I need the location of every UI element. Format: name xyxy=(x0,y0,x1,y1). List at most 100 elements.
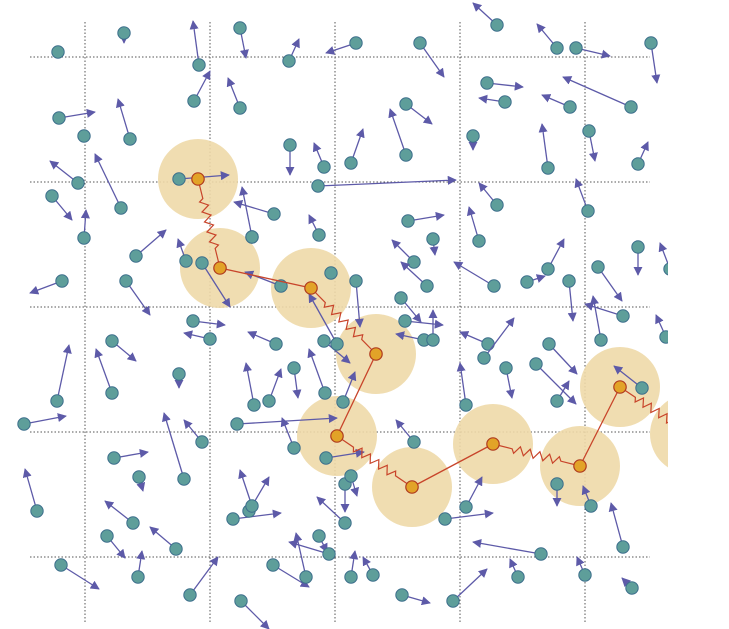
velocity-arrow-icon xyxy=(60,564,100,590)
solvent-particle-icon xyxy=(287,361,301,375)
polymer-bead-icon xyxy=(304,281,318,295)
velocity-arrow-icon xyxy=(354,280,364,328)
solvent-particle-icon xyxy=(398,314,412,328)
rigid-bond xyxy=(579,386,621,467)
velocity-arrow-icon xyxy=(608,502,624,548)
velocity-arrow-icon xyxy=(453,261,495,287)
solvent-particle-icon xyxy=(51,45,65,59)
solvent-particle-icon xyxy=(624,100,638,114)
solvent-particle-icon xyxy=(550,41,564,55)
spring-bond xyxy=(336,435,413,488)
velocity-arrow-icon xyxy=(452,568,488,602)
velocity-arrow-icon xyxy=(597,266,623,302)
velocity-arrow-icon xyxy=(288,539,330,555)
solvent-particle-icon xyxy=(490,198,504,212)
solvent-particle-icon xyxy=(129,249,143,263)
solvent-particle-icon xyxy=(52,111,66,125)
polymer-bead-icon xyxy=(213,261,227,275)
solvent-particle-icon xyxy=(269,337,283,351)
solvent-particle-icon xyxy=(195,435,209,449)
polymer-bead-icon xyxy=(573,459,587,473)
solvent-particle-icon xyxy=(274,279,288,293)
velocity-arrow-icon xyxy=(189,556,219,596)
bead-halo xyxy=(650,400,668,468)
velocity-arrow-icon xyxy=(548,343,578,375)
solvent-particle-icon xyxy=(172,172,186,186)
solvent-particle-icon xyxy=(541,161,555,175)
solvent-particle-icon xyxy=(17,417,31,431)
velocity-arrow-icon xyxy=(201,262,231,308)
solvent-particle-icon xyxy=(100,529,114,543)
velocity-arrow-icon xyxy=(94,153,122,209)
solvent-particle-icon xyxy=(395,588,409,602)
velocity-arrow-icon xyxy=(538,123,549,169)
solvent-particle-icon xyxy=(550,394,564,408)
polymer-bead-icon xyxy=(330,429,344,443)
rigid-bond xyxy=(411,443,494,488)
solvent-particle-icon xyxy=(336,395,350,409)
solvent-particle-icon xyxy=(511,570,525,584)
velocity-arrow-icon xyxy=(22,468,38,512)
solvent-particle-icon xyxy=(245,499,259,513)
solvent-particle-icon xyxy=(446,594,460,608)
solvent-particle-icon xyxy=(192,58,206,72)
solvent-particle-icon xyxy=(230,417,244,431)
solvent-particle-icon xyxy=(459,398,473,412)
polymer-bead-icon xyxy=(191,172,205,186)
velocity-arrow-icon xyxy=(650,42,661,84)
velocity-arrow-icon xyxy=(56,344,72,402)
solvent-particle-icon xyxy=(663,262,668,276)
solvent-particle-icon xyxy=(123,132,137,146)
solvent-particle-icon xyxy=(591,260,605,274)
solvent-particle-icon xyxy=(584,499,598,513)
solvent-particle-icon xyxy=(299,570,313,584)
solvent-particle-icon xyxy=(550,477,564,491)
solvent-particle-icon xyxy=(131,570,145,584)
solvent-particle-icon xyxy=(177,472,191,486)
velocity-arrow-icon xyxy=(307,348,326,394)
solvent-particle-icon xyxy=(481,337,495,351)
solvent-particle-icon xyxy=(407,435,421,449)
solvent-particle-icon xyxy=(625,581,639,595)
solvent-particle-icon xyxy=(322,547,336,561)
velocity-arrow-icon xyxy=(388,108,407,156)
solvent-particle-icon xyxy=(401,214,415,228)
solvent-particle-icon xyxy=(266,558,280,572)
solvent-particle-icon xyxy=(77,129,91,143)
solvent-particle-icon xyxy=(324,266,338,280)
solvent-particle-icon xyxy=(330,337,344,351)
polymer-bead-icon xyxy=(684,428,696,440)
polymer-bead-icon xyxy=(369,347,383,361)
solvent-particle-icon xyxy=(477,351,491,365)
solvent-particle-icon xyxy=(226,512,240,526)
solvent-particle-icon xyxy=(30,504,44,518)
solvent-particle-icon xyxy=(520,275,534,289)
spring-bond xyxy=(310,287,377,355)
solvent-particle-icon xyxy=(569,41,583,55)
solvent-particle-icon xyxy=(247,398,261,412)
solvent-particle-icon xyxy=(438,512,452,526)
solvent-particle-icon xyxy=(644,36,658,50)
solvent-particle-icon xyxy=(169,542,183,556)
solvent-particle-icon xyxy=(426,333,440,347)
velocity-arrow-icon xyxy=(444,509,494,520)
solvent-particle-icon xyxy=(635,381,649,395)
solvent-particle-icon xyxy=(233,101,247,115)
solvent-particle-icon xyxy=(187,94,201,108)
velocity-arrow-icon xyxy=(239,186,253,238)
solvent-particle-icon xyxy=(245,230,259,244)
solvent-particle-icon xyxy=(54,558,68,572)
solvent-particle-icon xyxy=(71,176,85,190)
solvent-particle-icon xyxy=(117,26,131,40)
solvent-particle-icon xyxy=(413,36,427,50)
solvent-particle-icon xyxy=(631,240,645,254)
solvent-particle-icon xyxy=(312,228,326,242)
solvent-particle-icon xyxy=(344,469,358,483)
solvent-particle-icon xyxy=(541,262,555,276)
solvent-particle-icon xyxy=(616,309,630,323)
velocity-arrow-icon xyxy=(589,295,602,341)
spring-bond xyxy=(619,386,668,425)
solvent-particle-icon xyxy=(119,274,133,288)
rigid-bond xyxy=(336,353,377,437)
solvent-particle-icon xyxy=(616,540,630,554)
